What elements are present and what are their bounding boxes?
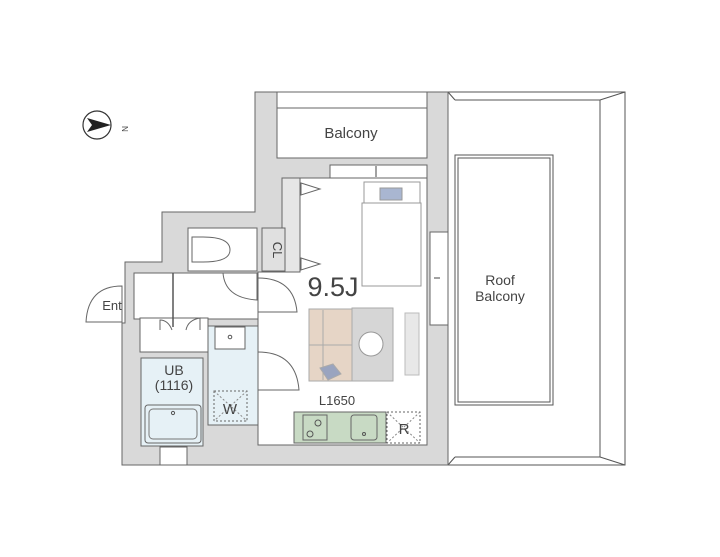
stove-icon <box>302 414 328 441</box>
coffee-table <box>351 307 394 382</box>
washer-space: W <box>213 390 248 422</box>
wash-basin-icon <box>214 326 246 350</box>
unit-bath-label: UB <box>164 362 183 378</box>
roof-balcony-label-2: Balcony <box>475 288 525 304</box>
tv-stand <box>404 312 420 376</box>
main-room-size-label: 9.5J <box>307 272 358 302</box>
kitchen-counter <box>293 411 387 444</box>
washroom-door[interactable] <box>257 351 300 391</box>
sofa <box>308 308 353 382</box>
balcony-window[interactable] <box>329 164 428 179</box>
unit-bath-size-label: (1116) <box>155 377 193 393</box>
roof-balcony-label: Roof <box>485 272 515 288</box>
bathtub-icon <box>144 404 202 444</box>
bed <box>361 181 422 287</box>
balcony-label: Balcony <box>324 125 378 142</box>
toilet-door[interactable] <box>222 272 258 301</box>
entrance-label: Ent <box>102 298 122 313</box>
entrance-door[interactable]: Ent <box>85 285 123 323</box>
kitchen-label: L1650 <box>319 393 355 408</box>
refrigerator-label: R <box>399 421 410 438</box>
washer-label: W <box>223 401 238 418</box>
balcony-area <box>276 91 428 159</box>
closet-label: CL <box>270 242 285 259</box>
compass-icon: N <box>82 110 129 140</box>
sink-icon <box>350 414 378 441</box>
entry-hall <box>133 272 259 320</box>
toilet-icon <box>191 236 231 263</box>
shoe-cabinet <box>139 317 209 353</box>
closet <box>261 227 286 272</box>
room-door[interactable] <box>257 277 298 313</box>
roof-balcony <box>447 91 626 466</box>
compass-north-label: N <box>120 126 129 132</box>
refrigerator-space: R <box>386 411 421 444</box>
